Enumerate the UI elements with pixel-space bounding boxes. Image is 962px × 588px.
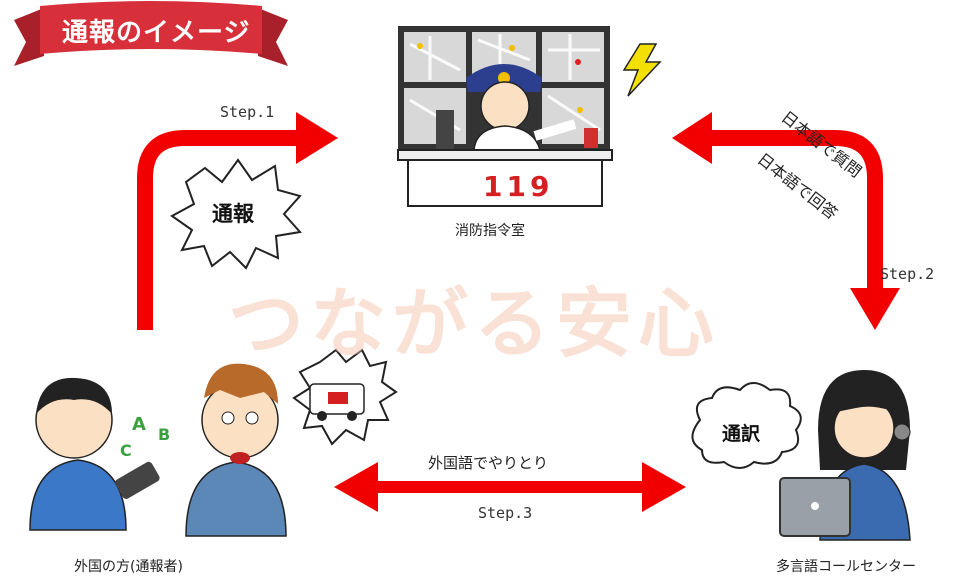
cloud-text-interpret: 通訳 — [722, 419, 760, 446]
arrow-step2-head — [850, 288, 900, 330]
step1-label: Step.1 — [220, 103, 274, 121]
svg-text:C: C — [120, 441, 132, 460]
step3-label: Step.3 — [478, 504, 532, 522]
caller-label: 外国の方(通報者) — [74, 556, 183, 576]
svg-text:B: B — [158, 425, 170, 444]
caller-illustration: A C B — [30, 364, 286, 536]
step2-label: Step.2 — [880, 265, 934, 283]
burst-text-report: 通報 — [212, 198, 254, 228]
dispatch-board-number: 119 — [483, 170, 553, 203]
arrow-step2-tail-head — [672, 112, 712, 164]
arrow-step1-head — [296, 112, 338, 164]
step3-caption: 外国語でやりとり — [428, 452, 548, 473]
banner-title: 通報のイメージ — [62, 12, 250, 49]
dispatch-label: 消防指令室 — [455, 220, 525, 240]
watermark-text: つながる安心 — [228, 262, 720, 372]
callcenter-label: 多言語コールセンター — [776, 556, 916, 576]
callcenter-illustration — [780, 370, 910, 540]
svg-text:A: A — [132, 414, 146, 435]
